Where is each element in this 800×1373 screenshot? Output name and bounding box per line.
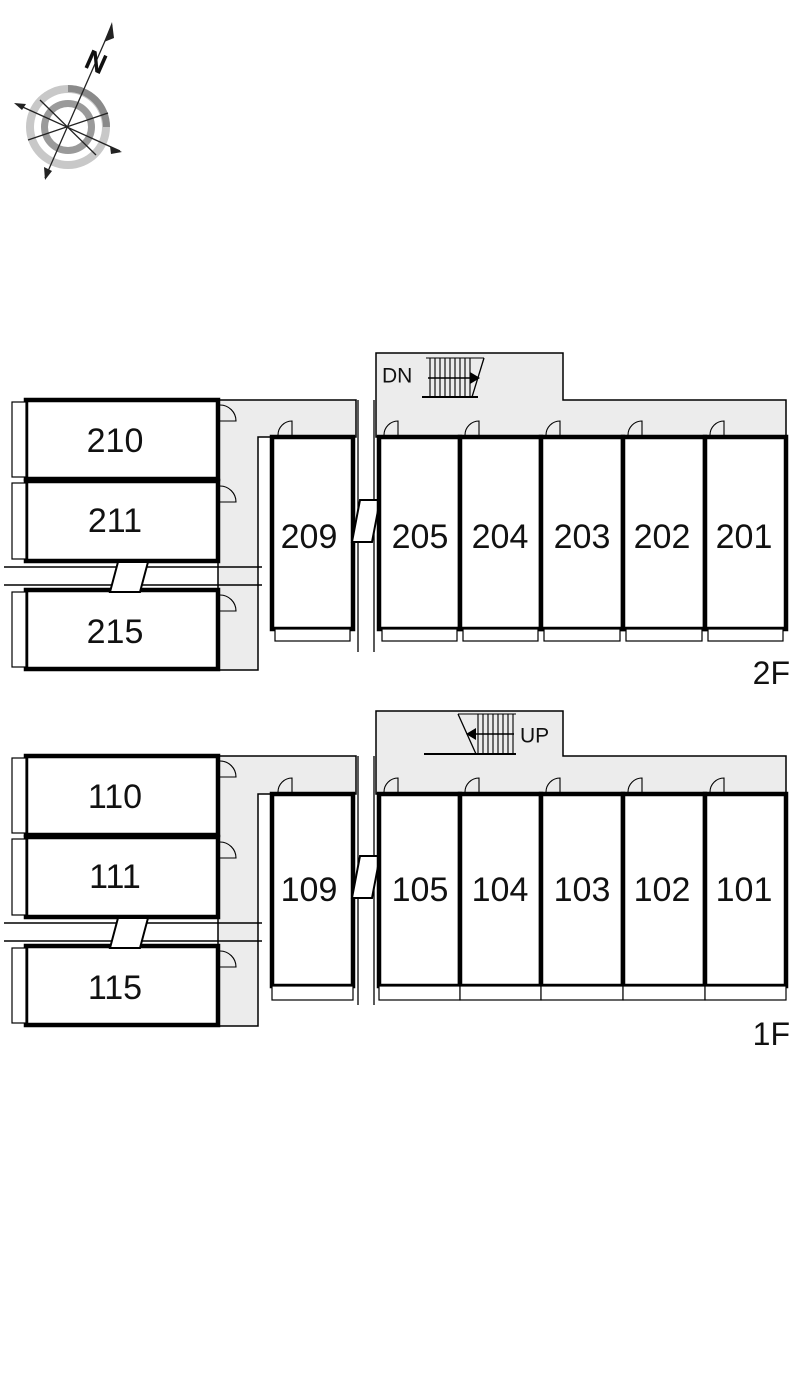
unit-215-label: 215 — [87, 613, 144, 651]
north-label: N — [80, 44, 111, 81]
unit-105-label: 105 — [392, 871, 449, 909]
unit-210-label: 210 — [87, 422, 144, 460]
floor-2f: DN — [4, 352, 790, 691]
unit-202-label: 202 — [634, 518, 691, 556]
unit-104-label: 104 — [472, 871, 529, 909]
unit-110-label: 110 — [88, 778, 142, 816]
unit-103-label: 103 — [554, 871, 611, 909]
stair-icon — [422, 357, 485, 398]
compass-icon — [14, 22, 122, 180]
unit-109-label: 109 — [281, 871, 338, 909]
unit-115-label: 115 — [88, 969, 142, 1007]
floor-1f: UP 110 — [4, 710, 790, 1052]
stair-label-1f: UP — [520, 725, 549, 748]
unit-203-label: 203 — [554, 518, 611, 556]
unit-101-label: 101 — [716, 871, 773, 909]
stair-icon — [424, 713, 516, 755]
floor-label-2f: 2F — [753, 655, 790, 691]
unit-201-label: 201 — [716, 518, 773, 556]
unit-211-label: 211 — [88, 502, 142, 540]
unit-102-label: 102 — [634, 871, 691, 909]
floor-label-1f: 1F — [753, 1016, 790, 1052]
stair-label-2f: DN — [382, 365, 412, 388]
unit-111-label: 111 — [89, 858, 141, 896]
unit-204-label: 204 — [472, 518, 529, 556]
unit-205-label: 205 — [392, 518, 449, 556]
unit-209-label: 209 — [281, 518, 338, 556]
